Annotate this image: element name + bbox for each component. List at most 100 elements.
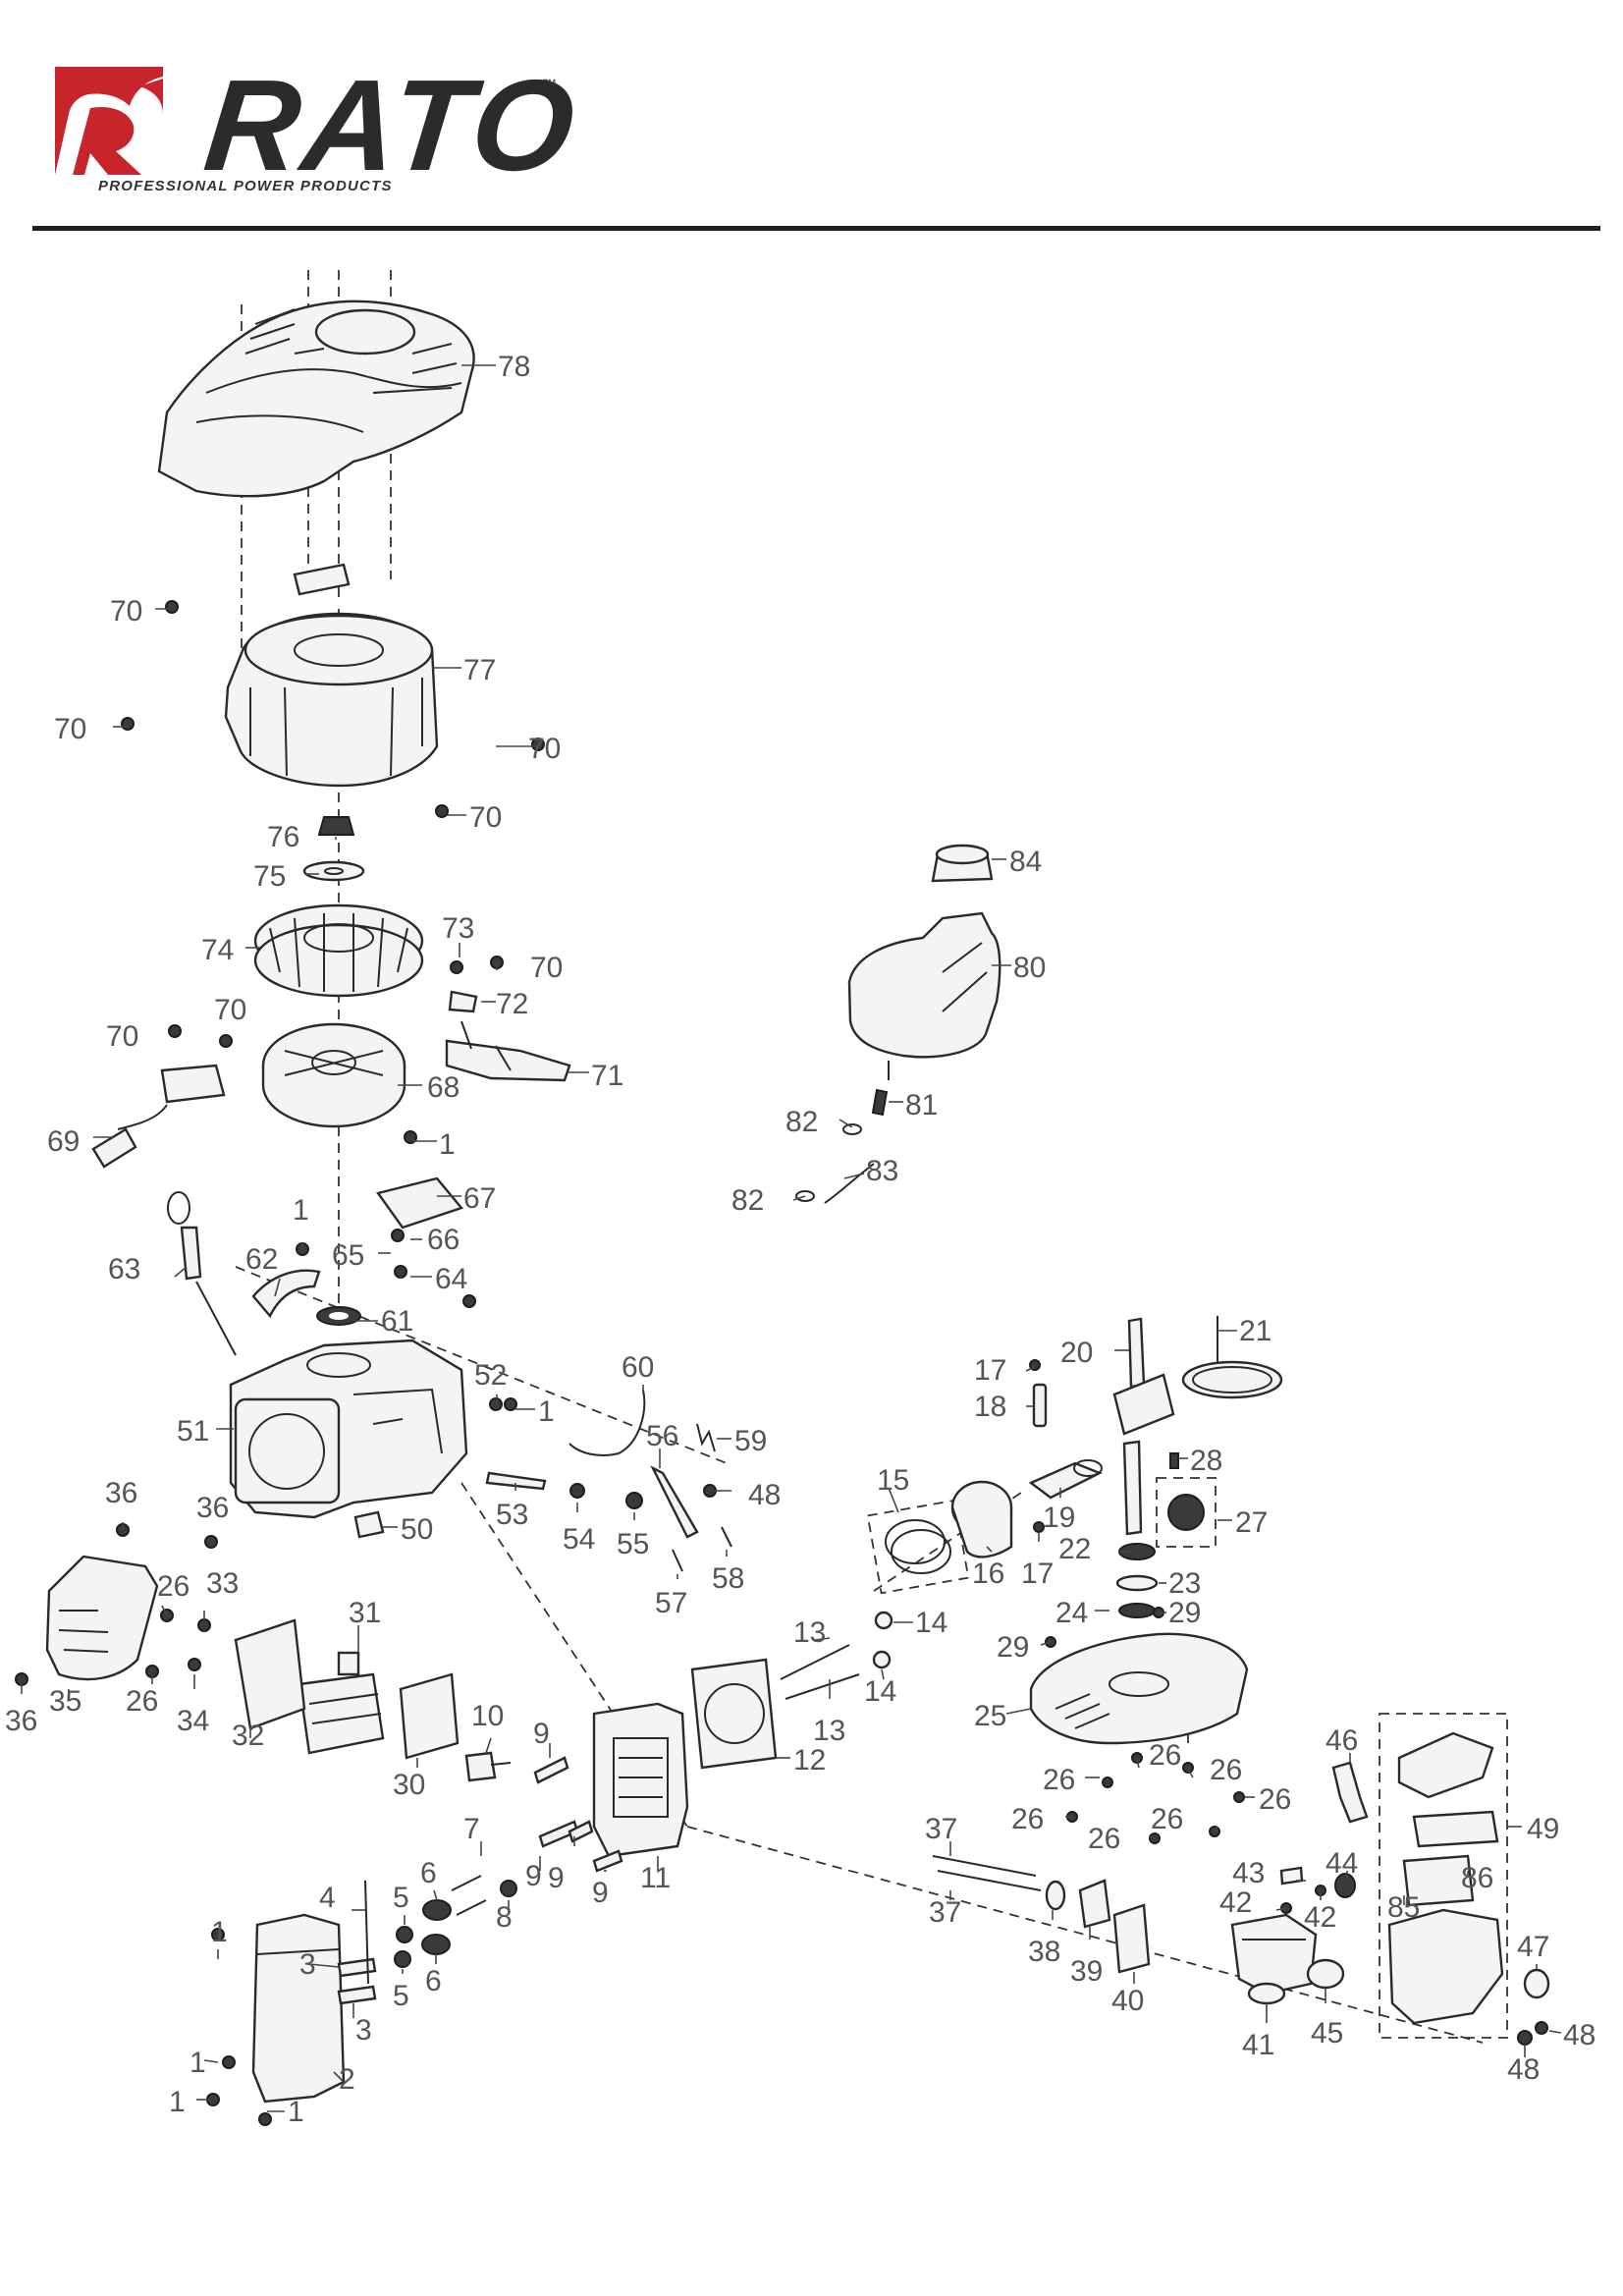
rato-r-logo-icon — [55, 67, 163, 175]
callout-label-39: 39 — [1070, 1955, 1103, 1988]
callout-label-34: 34 — [177, 1705, 209, 1737]
callout-label-63: 63 — [108, 1253, 140, 1285]
callout-label-47: 47 — [1517, 1931, 1549, 1963]
callout-label-15: 15 — [877, 1464, 909, 1497]
callout-label-8: 8 — [496, 1901, 513, 1934]
callout-label-12: 12 — [793, 1744, 826, 1777]
callout-label-27: 27 — [1235, 1506, 1268, 1539]
page-header: RATO ™ PROFESSIONAL POWER PRODUCTS — [0, 0, 1623, 236]
callout-label-26: 26 — [1088, 1823, 1120, 1855]
part-54-washer — [569, 1483, 585, 1499]
callout-label-70: 70 — [530, 952, 563, 984]
part-40-gasket — [1112, 1903, 1151, 1974]
part-72-clip — [448, 990, 478, 1013]
callout-label-70: 70 — [469, 801, 502, 834]
part-12-head-gasket — [690, 1658, 778, 1770]
callout-label-56: 56 — [646, 1420, 678, 1452]
part-48-nut — [1517, 2021, 1548, 2046]
callout-label-28: 28 — [1190, 1445, 1222, 1477]
callout-label-13: 13 — [813, 1715, 845, 1747]
part-14-rocker-pivot — [872, 1611, 893, 1669]
callout-label-26: 26 — [157, 1570, 189, 1603]
part-77-fan-housing — [224, 563, 439, 788]
callout-label-48: 48 — [1507, 2053, 1540, 2086]
part-4-push-rod — [364, 1880, 369, 1985]
part-76-nut — [317, 816, 355, 836]
part-37-studs — [932, 1855, 1042, 1891]
callout-label-21: 21 — [1239, 1315, 1271, 1347]
callout-label-37: 37 — [925, 1813, 957, 1845]
callout-label-59: 59 — [734, 1425, 767, 1457]
part-60-governor-rod — [568, 1389, 646, 1456]
callout-label-26: 26 — [1151, 1803, 1183, 1835]
part-57-pin — [672, 1549, 683, 1572]
callout-label-43: 43 — [1232, 1857, 1265, 1889]
callout-label-76: 76 — [267, 821, 299, 853]
callout-label-13: 13 — [793, 1616, 826, 1649]
part-50-breather — [353, 1510, 385, 1539]
callout-label-77: 77 — [463, 654, 496, 686]
callout-label-26: 26 — [126, 1685, 158, 1718]
part-84-fuel-cap — [931, 844, 994, 883]
callout-label-26: 26 — [1043, 1764, 1075, 1796]
callout-label-26: 26 — [1259, 1783, 1291, 1816]
callout-label-7: 7 — [463, 1813, 480, 1845]
callout-label-9: 9 — [533, 1718, 550, 1750]
callout-label-31: 31 — [349, 1597, 381, 1629]
callout-label-60: 60 — [622, 1351, 654, 1384]
callout-label-33: 33 — [206, 1567, 239, 1600]
part-62-heat-shield — [251, 1269, 321, 1319]
part-63-dipstick — [167, 1191, 237, 1356]
part-49-air-filter-assembly — [1379, 1713, 1508, 2039]
callout-label-53: 53 — [496, 1499, 528, 1531]
part-38-gasket — [1045, 1880, 1066, 1911]
callout-label-3: 3 — [299, 1948, 316, 1981]
part-80-fuel-tank — [847, 911, 1001, 1080]
part-30-gasket — [399, 1672, 460, 1760]
callout-label-82: 82 — [731, 1184, 764, 1217]
callout-label-66: 66 — [427, 1224, 460, 1256]
part-9-head-bolts — [533, 1756, 623, 1873]
part-23-washer — [1115, 1574, 1159, 1592]
callout-label-49: 49 — [1527, 1813, 1559, 1845]
callout-label-1: 1 — [288, 2096, 304, 2128]
part-69-ignition-coil — [91, 1064, 226, 1169]
part-46-elbow — [1331, 1761, 1369, 1824]
callout-label-42: 42 — [1219, 1886, 1252, 1919]
callout-label-48: 48 — [748, 1479, 781, 1511]
part-41-carburetor — [1230, 1913, 1318, 2005]
callout-label-9: 9 — [548, 1862, 565, 1894]
part-7-valve — [451, 1875, 487, 1916]
part-18-pin — [1032, 1383, 1048, 1428]
callout-label-17: 17 — [974, 1354, 1006, 1387]
callout-label-22: 22 — [1058, 1533, 1091, 1565]
callout-label-82: 82 — [785, 1106, 818, 1138]
part-21-camshaft — [1181, 1316, 1283, 1399]
callout-label-72: 72 — [496, 988, 528, 1020]
part-53-governor-shaft — [485, 1471, 547, 1491]
part-55-nut — [625, 1492, 643, 1509]
part-5-valve-retainer — [394, 1926, 413, 1968]
part-16-piston — [950, 1480, 1013, 1558]
part-15-piston-rings — [866, 1499, 970, 1595]
callout-label-51: 51 — [177, 1415, 209, 1448]
callout-label-86: 86 — [1461, 1862, 1493, 1894]
callout-label-70: 70 — [54, 713, 86, 745]
part-19-connecting-rod — [1028, 1459, 1103, 1500]
callout-label-37: 37 — [929, 1896, 961, 1929]
callout-label-25: 25 — [974, 1700, 1006, 1732]
callout-label-1: 1 — [538, 1395, 555, 1428]
fastener-bolts — [15, 600, 1245, 2126]
callout-label-4: 4 — [319, 1882, 336, 1914]
part-75-washer — [302, 860, 365, 882]
brand-tagline: PROFESSIONAL POWER PRODUCTS — [98, 178, 393, 194]
callout-label-26: 26 — [1149, 1739, 1181, 1772]
part-28-bolt — [1169, 1452, 1179, 1469]
callout-label-29: 29 — [1168, 1597, 1201, 1629]
part-78-blower-shroud — [157, 300, 475, 498]
callout-label-26: 26 — [1210, 1754, 1242, 1786]
callout-label-70: 70 — [528, 733, 561, 765]
callout-label-69: 69 — [47, 1125, 80, 1158]
callout-label-1: 1 — [189, 2047, 206, 2079]
